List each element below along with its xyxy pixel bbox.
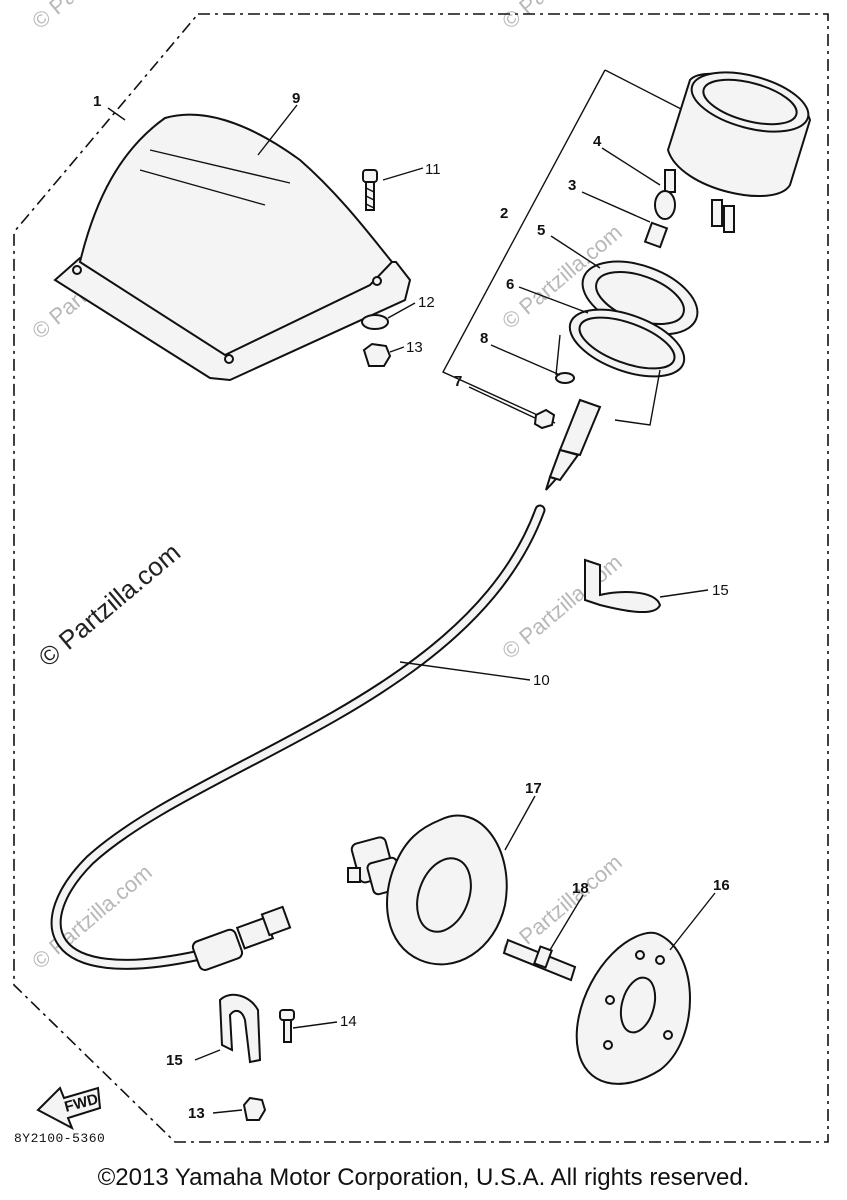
callout-5: 5	[537, 222, 545, 239]
callout-12: 12	[418, 294, 435, 311]
callout-2: 2	[500, 205, 508, 222]
assembly-frame	[13, 13, 829, 1143]
callout-7: 7	[454, 373, 462, 390]
meter-gauge	[664, 71, 812, 233]
clamp-15-bottom	[218, 993, 262, 1064]
callout-16: 16	[713, 877, 730, 894]
watermarks: © Partzilla.com © Partzilla.com © Partzi…	[27, 0, 627, 974]
cable-connector-top	[545, 398, 602, 491]
washer-12	[361, 314, 389, 330]
callout-6: 6	[506, 276, 514, 293]
meter-cover	[53, 113, 412, 382]
screw-11	[362, 169, 378, 211]
leader-lines	[107, 104, 716, 1114]
callout-9: 9	[292, 90, 300, 107]
meter-assembly-bracket	[442, 69, 684, 424]
drawing-code: 8Y2100-5360	[14, 1131, 106, 1146]
callout-1: 1	[93, 93, 101, 110]
callout-4: 4	[593, 133, 602, 150]
gasket-6-inner	[578, 316, 676, 370]
callout-15-top: 15	[712, 582, 729, 599]
callout-18: 18	[572, 880, 589, 897]
callout-17: 17	[525, 780, 542, 797]
callout-3: 3	[568, 177, 576, 194]
pin-18	[502, 938, 577, 982]
clamp-15-top	[584, 558, 662, 613]
nut-13-top	[362, 342, 392, 367]
callout-10: 10	[533, 672, 550, 689]
copyright-notice: ©2013 Yamaha Motor Corporation, U.S.A. A…	[97, 1164, 750, 1191]
bulb-3	[643, 190, 676, 249]
watermark: © Partzilla.com	[497, 0, 627, 34]
plate-16	[575, 931, 691, 1085]
watermark-main: © Partzilla.com	[33, 537, 186, 673]
cable-connector-bottom	[191, 905, 292, 971]
callout-13-top: 13	[406, 339, 423, 356]
screw-14	[279, 1009, 295, 1043]
fwd-arrow-icon: FWD	[36, 1086, 102, 1131]
callout-13-bottom: 13	[188, 1105, 205, 1122]
plate-17	[386, 814, 508, 966]
callout-11: 11	[425, 161, 441, 178]
callout-15-bottom: 15	[166, 1052, 183, 1069]
meter-bracket	[555, 334, 661, 426]
nut-13-bottom	[242, 1096, 267, 1121]
washer-8	[555, 372, 575, 384]
nut-7	[533, 408, 556, 430]
callout-8: 8	[480, 330, 488, 347]
callouts: 1 9 11 12 13 4 3 2 5 6 8 7 15 10 17 18 1…	[93, 90, 730, 1122]
watermark: © Partzilla.com	[27, 0, 157, 34]
callout-14: 14	[340, 1013, 357, 1030]
